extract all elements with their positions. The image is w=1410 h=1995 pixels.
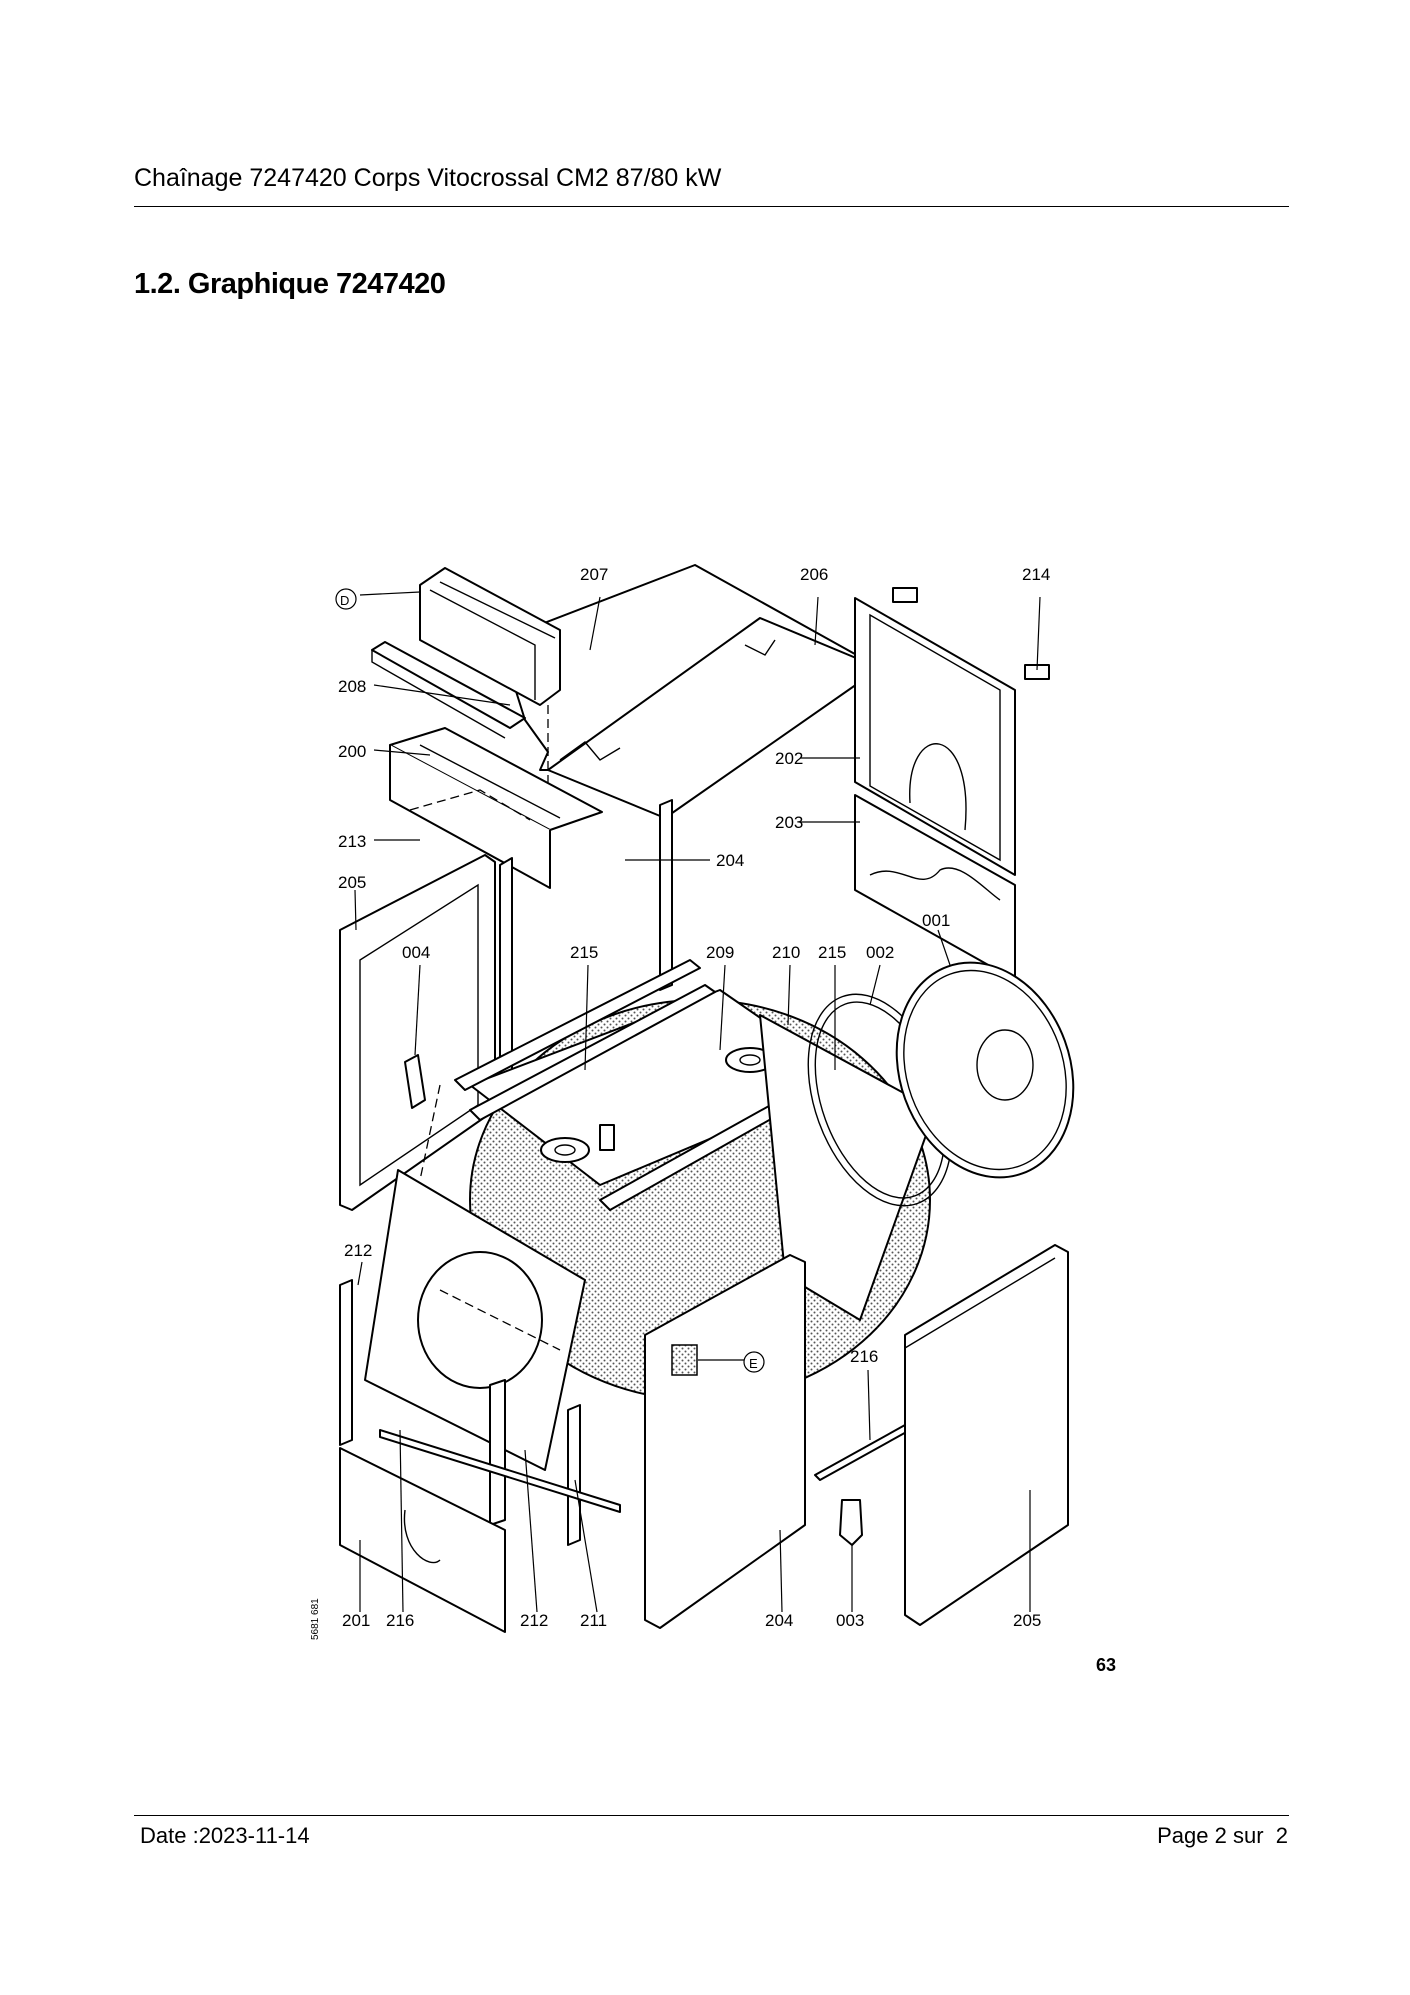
diagram-page-number: 63: [1096, 1655, 1116, 1675]
strip-216: [814, 1424, 911, 1481]
clip-214a: [892, 587, 918, 603]
callout-200: 200: [338, 742, 366, 761]
rear-panel-202: [854, 597, 1016, 876]
callout-204-bottom: 204: [765, 1611, 793, 1630]
callout-202: 202: [775, 749, 803, 768]
footer-divider: [134, 1815, 1289, 1816]
callout-002: 002: [866, 943, 894, 962]
callout-214: 214: [1022, 565, 1050, 584]
base-plate-201: [339, 1447, 506, 1633]
callout-215-right: 215: [818, 943, 846, 962]
frame-211: [567, 1404, 581, 1546]
callout-213: 213: [338, 832, 366, 851]
callout-004: 004: [402, 943, 430, 962]
rail-215a: [454, 959, 701, 1091]
callout-206: 206: [800, 565, 828, 584]
rear-insulation-210: [759, 1014, 936, 1321]
frame-212-left: [339, 1279, 353, 1446]
control-unit-D: [419, 567, 561, 706]
callout-D-circle: [335, 588, 357, 610]
footer-date: Date :2023-11-14: [140, 1823, 310, 1848]
callout-216-left: 216: [386, 1611, 414, 1630]
callout-201: 201: [342, 1611, 370, 1630]
callout-204-top: 204: [716, 851, 744, 870]
drain-valve-003: [839, 1499, 863, 1546]
connection-port: [540, 1137, 590, 1163]
callout-203: 203: [775, 813, 803, 832]
callout-205-right: 205: [1013, 1611, 1041, 1630]
section-heading: 1.2. Graphique 7247420: [134, 268, 446, 300]
callout-212-top: 212: [344, 1241, 372, 1260]
drawing-reference-code: 5681 681: [310, 1598, 321, 1640]
callout-207: 207: [580, 565, 608, 584]
callout-D: D: [340, 593, 349, 608]
header-divider: [134, 206, 1289, 207]
callout-001: 001: [922, 911, 950, 930]
callout-212-bottom: 212: [520, 1611, 548, 1630]
side-panel-205-right: [904, 1244, 1069, 1626]
side-frame-204: [659, 799, 673, 991]
bracket-004: [404, 1054, 426, 1109]
document-title: Chaînage 7247420 Corps Vitocrossal CM2 8…: [134, 164, 722, 192]
callout-216-right: 216: [850, 1347, 878, 1366]
callout-205-left: 205: [338, 873, 366, 892]
callout-003: 003: [836, 1611, 864, 1630]
burner-door-001: [895, 961, 1075, 1179]
callout-E: E: [749, 1356, 758, 1371]
label-E: [671, 1344, 698, 1376]
callout-209: 209: [706, 943, 734, 962]
callout-E-circle: [743, 1351, 765, 1373]
callout-208: 208: [338, 677, 366, 696]
frame-212-right: [489, 1379, 506, 1526]
callout-215-left: 215: [570, 943, 598, 962]
bracket-208: [371, 641, 526, 729]
side-panel-205-left: [339, 854, 496, 1211]
callout-211: 211: [580, 1611, 607, 1630]
rail-lower: [469, 984, 716, 1121]
callout-210: 210: [772, 943, 800, 962]
footer-page-number: Page 2 sur 2: [1157, 1823, 1288, 1848]
